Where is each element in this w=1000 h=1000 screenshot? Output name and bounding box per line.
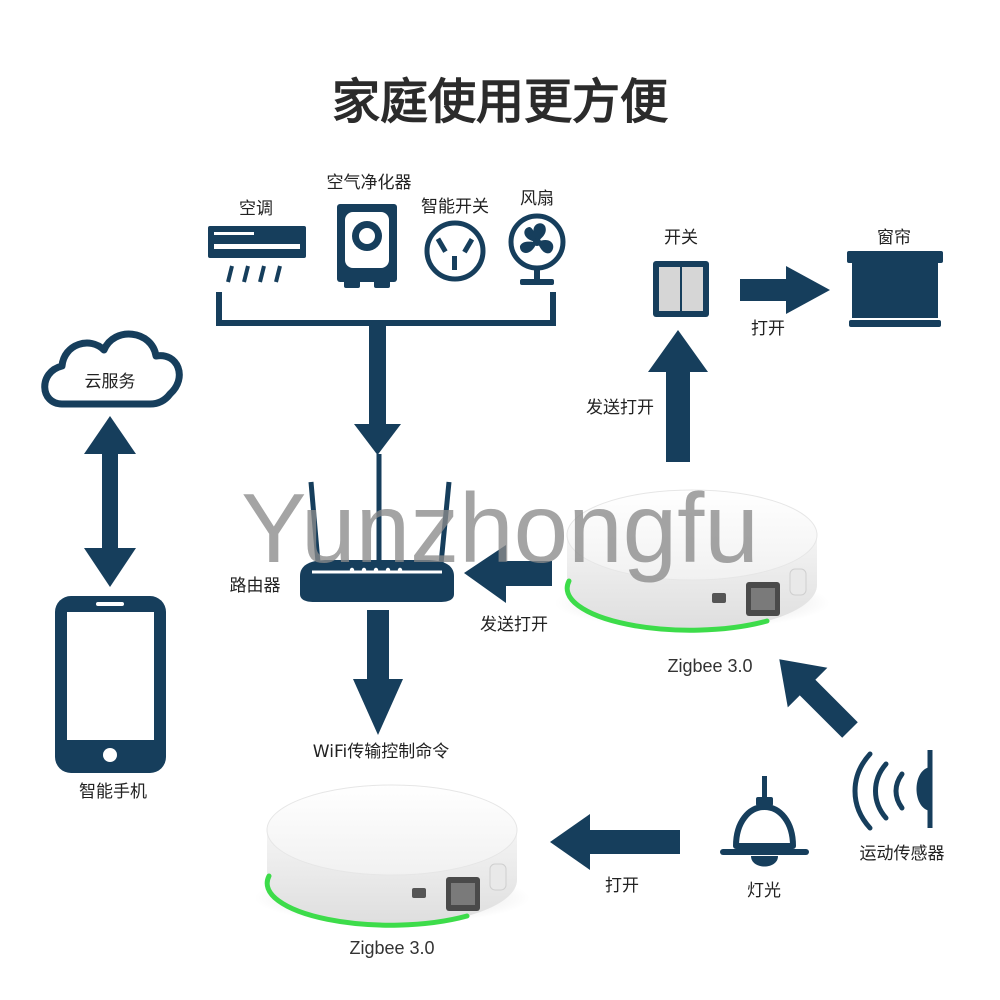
lamp-to-hub-arrow <box>550 814 680 870</box>
router-to-hub-arrow <box>353 610 403 735</box>
ac-label: 空调 <box>239 199 273 219</box>
appliance-bracket <box>216 292 556 326</box>
air-purifier-icon <box>337 204 397 288</box>
hub-to-switch-arrow <box>648 330 708 462</box>
cloud-phone-link-arrow <box>84 416 136 587</box>
cloud-icon <box>41 330 183 408</box>
switch-to-curtain-arrow <box>740 266 830 314</box>
smartphone-icon <box>55 596 166 773</box>
ceiling-lamp-icon <box>720 776 809 867</box>
smart-switch-label: 智能开关 <box>421 197 489 217</box>
curtain-label: 窗帘 <box>877 228 911 248</box>
cloud-label: 云服务 <box>85 372 136 392</box>
watermark: Yunzhongfu <box>241 473 759 583</box>
lamp-to-hub-label: 打开 <box>605 876 639 896</box>
lamp-label: 灯光 <box>747 881 781 901</box>
fan-icon <box>508 213 566 285</box>
hub-to-router-arrow <box>464 545 552 603</box>
air-conditioner-icon <box>208 226 306 283</box>
hub-to-switch-label: 发送打开 <box>586 398 654 418</box>
curtain-icon <box>847 251 943 327</box>
switch-label: 开关 <box>664 228 698 248</box>
hub-to-router-label: 发送打开 <box>480 615 548 635</box>
wifi-command-label: WiFi传输控制命令 <box>313 742 449 762</box>
bottom-hub-label: Zigbee 3.0 <box>349 938 434 958</box>
wall-socket-icon <box>424 220 486 282</box>
purifier-label: 空气净化器 <box>327 173 412 193</box>
zigbee-hub-bottom <box>254 785 530 925</box>
wall-switch-icon <box>653 261 709 317</box>
router-icon <box>300 454 454 602</box>
page-title: 家庭使用更方便 <box>332 74 669 130</box>
top-hub-label: Zigbee 3.0 <box>667 656 752 676</box>
fan-label: 风扇 <box>520 189 554 209</box>
phone-label: 智能手机 <box>79 782 147 802</box>
router-label: 路由器 <box>230 576 281 596</box>
switch-to-curtain-label: 打开 <box>751 319 785 339</box>
appliance-group: 空调 空气净化器 智能开关 <box>208 173 566 455</box>
sensor-to-hub-arrow <box>779 659 858 738</box>
motion-sensor-label: 运动传感器 <box>860 844 945 864</box>
motion-sensor-icon <box>852 750 933 831</box>
